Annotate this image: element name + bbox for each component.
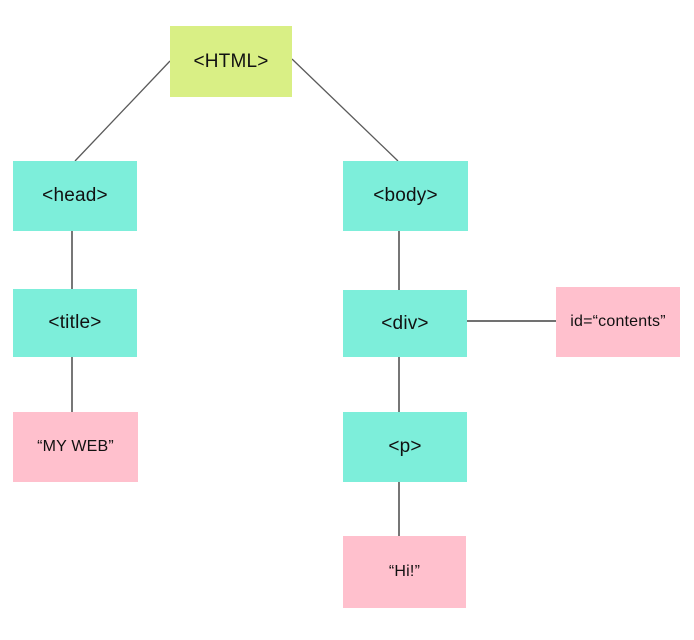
node-label: <title>: [48, 312, 102, 333]
node-label: <head>: [42, 185, 108, 206]
node-label: <body>: [373, 185, 438, 206]
node-p: <p>: [343, 412, 467, 482]
node-label: <HTML>: [193, 50, 269, 72]
node-title: <title>: [13, 289, 137, 357]
node-label: “Hi!”: [388, 563, 421, 580]
node-head: <head>: [13, 161, 137, 231]
node-label: <div>: [381, 312, 429, 334]
node-label: id=“contents”: [570, 313, 666, 330]
node-body: <body>: [343, 161, 468, 231]
node-div: <div>: [343, 290, 467, 357]
edge-html-body: [291, 58, 399, 162]
node-my-web: “MY WEB”: [13, 412, 138, 482]
node-label: “MY WEB”: [37, 438, 114, 455]
node-hi: “Hi!”: [343, 536, 466, 608]
node-html: <HTML>: [170, 26, 292, 97]
node-label: <p>: [388, 436, 422, 457]
node-id-contents: id=“contents”: [556, 287, 680, 357]
edge-html-head: [74, 60, 171, 162]
